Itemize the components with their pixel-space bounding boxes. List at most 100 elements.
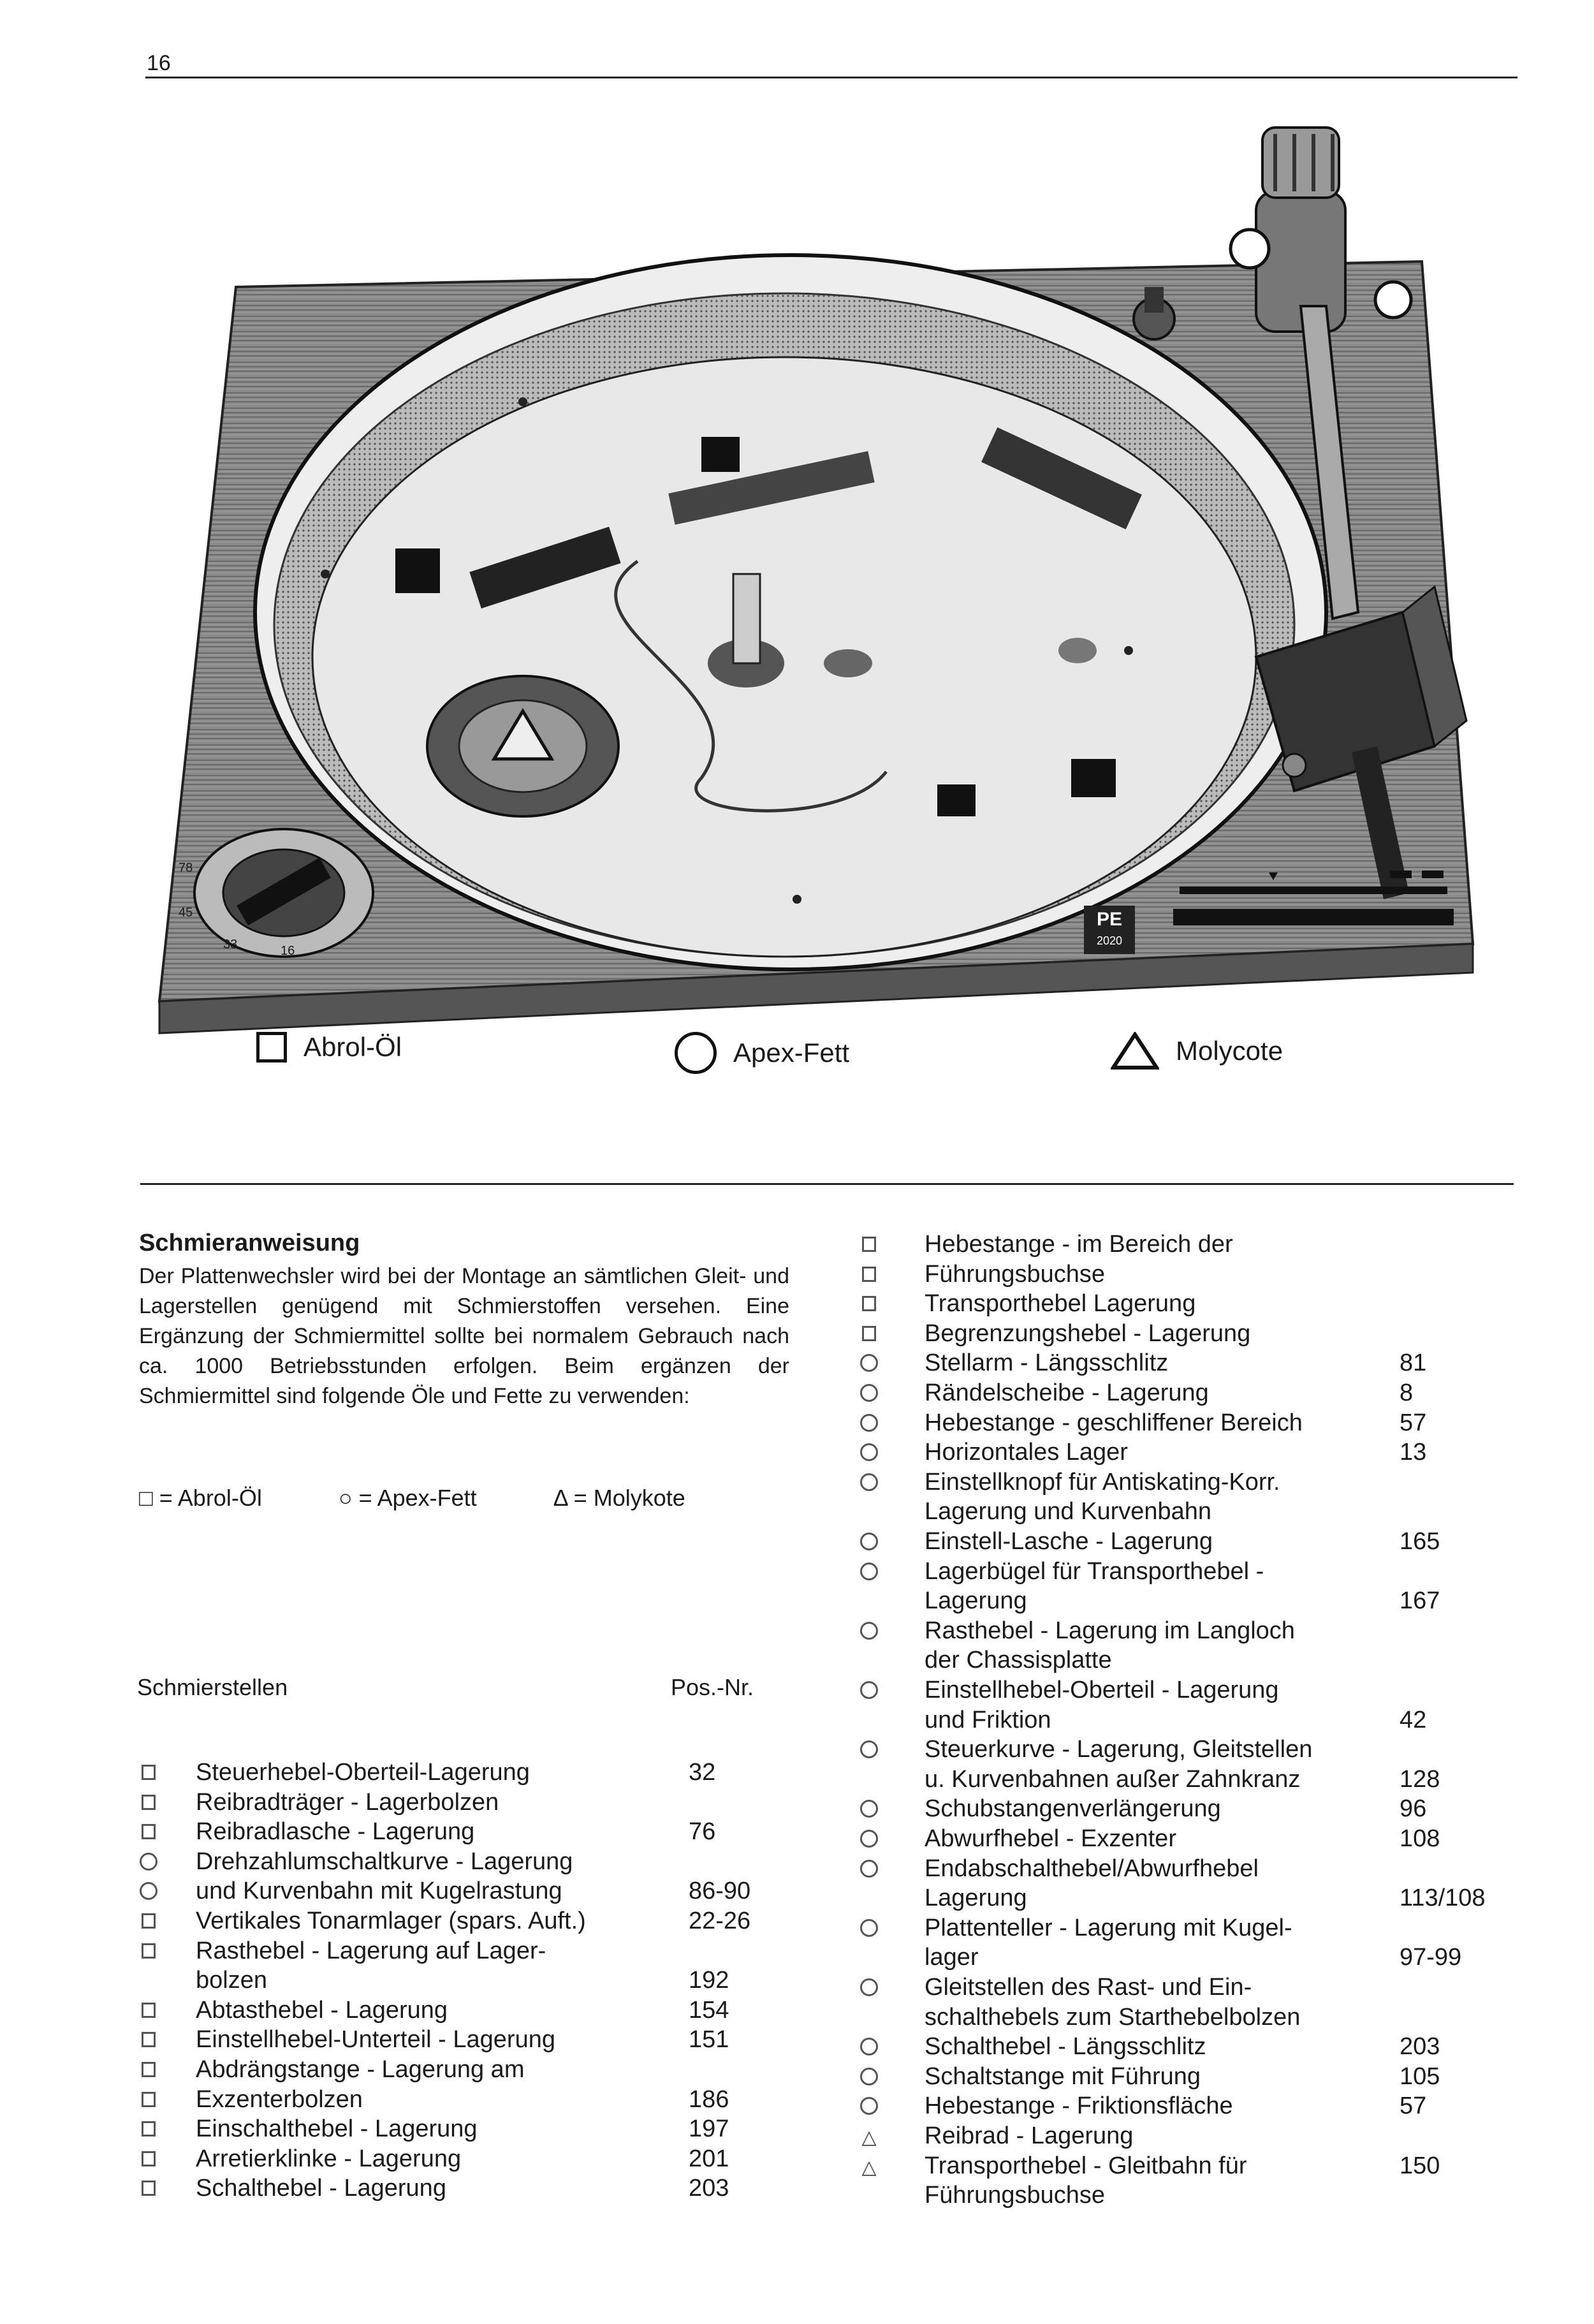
item-text: Abtasthebel - Lagerung: [196, 1996, 448, 2024]
square-marker-icon: [137, 2144, 160, 2173]
list-item: Gleitstellen des Rast- und Ein-: [858, 1973, 1502, 2002]
circle-marker-icon: [858, 1616, 881, 1647]
item-text: der Chassisplatte: [925, 1647, 1112, 1674]
triangle-marker-icon: △: [861, 2127, 877, 2148]
key-abrol-oil: □ = Abrol-Öl: [139, 1485, 262, 1511]
list-item: Reibradträger - Lagerbolzen: [137, 1788, 756, 1817]
item-text: Steuerkurve - Lagerung, Gleitstellen: [925, 1736, 1313, 1763]
triangle-icon: [1111, 1032, 1159, 1070]
item-position-number: 203: [689, 2175, 729, 2202]
item-text: Begrenzungshebel - Lagerung: [925, 1320, 1251, 1347]
square-marker-icon: [858, 1230, 881, 1259]
list-item: Einstellhebel-Oberteil - Lagerung: [858, 1675, 1502, 1705]
item-position-number: 22-26: [689, 1908, 751, 1934]
item-text: Horizontales Lager: [925, 1439, 1128, 1466]
item-position-number: 81: [1400, 1350, 1427, 1377]
legend-molycote: Molycote: [1111, 1032, 1283, 1070]
item-text: Steuerhebel-Oberteil-Lagerung: [196, 1759, 530, 1786]
item-text: und Kurvenbahn mit Kugelrastung: [196, 1878, 562, 1905]
key-molykote: Δ = Molykote: [553, 1485, 685, 1511]
item-text: Vertikales Tonarmlager (spars. Auft.): [196, 1908, 586, 1934]
square-marker-icon: [137, 2173, 160, 2203]
item-position-number: 42: [1400, 1706, 1427, 1733]
list-item: Einstellknopf für Antiskating-Korr.: [858, 1467, 1502, 1497]
circle-marker-icon: [858, 2032, 881, 2063]
item-position-number: 167: [1400, 1587, 1440, 1615]
item-text: lager: [925, 1944, 979, 1971]
circle-marker-icon: [858, 1378, 881, 1409]
lubricant-key: □ = Abrol-Öl ○ = Apex-Fett Δ = Molykote: [139, 1485, 789, 1511]
circle-marker-icon: [858, 1854, 881, 1885]
list-item: Lagerung 113/108: [858, 1883, 1502, 1913]
square-marker-icon: [137, 2114, 160, 2144]
speed-selector: [193, 828, 374, 958]
list-item: Führungsbuchse: [858, 2181, 1502, 2210]
speed-label-78: 78: [179, 861, 193, 875]
item-position-number: 113/108: [1400, 1885, 1486, 1912]
item-text: bolzen: [196, 1967, 267, 1994]
circle-marker-icon: [858, 2062, 881, 2092]
list-item: Endabschalthebel/Abwurfhebel: [858, 1854, 1502, 1883]
list-item: Transporthebel Lagerung: [858, 1289, 1502, 1318]
section-rule: [140, 1183, 1514, 1185]
circle-marker-icon: [858, 1735, 881, 1765]
square-marker-icon: [137, 2025, 160, 2054]
item-position-number: 165: [1400, 1528, 1440, 1555]
list-item: bolzen 192: [137, 1966, 756, 1995]
item-text: Einstellknopf für Antiskating-Korr.: [925, 1468, 1280, 1496]
speed-label-45: 45: [179, 906, 193, 920]
circle-marker-icon: [137, 1876, 160, 1907]
item-text: Abdrängstange - Lagerung am: [196, 2056, 525, 2083]
list-item: Lagerbügel für Transporthebel -: [858, 1557, 1502, 1586]
item-position-number: 197: [689, 2115, 729, 2143]
circle-marker-icon: [858, 1675, 881, 1706]
speed-label-33: 33: [223, 938, 238, 952]
item-position-number: 32: [689, 1759, 716, 1786]
item-position-number: 105: [1400, 2063, 1440, 2090]
item-position-number: 203: [1400, 2033, 1440, 2061]
item-text: schalthebels zum Starthebelbolzen: [925, 2003, 1301, 2031]
intro-paragraph: Der Plattenwechsler wird bei der Montage…: [139, 1264, 789, 1408]
item-text: Reibrad - Lagerung: [925, 2122, 1134, 2149]
column-header-position-number: Pos.-Nr.: [671, 1674, 754, 1700]
brand-badge-model: 2020: [1096, 934, 1123, 947]
item-text: und Friktion: [925, 1706, 1051, 1733]
list-item: Begrenzungshebel - Lagerung: [858, 1319, 1502, 1348]
platter-well: [253, 253, 1328, 971]
item-text: Schalthebel - Längsschlitz: [925, 2033, 1206, 2061]
list-item: Hebestange - im Bereich der: [858, 1230, 1502, 1259]
item-position-number: 150: [1400, 2152, 1440, 2179]
item-position-number: 57: [1400, 1409, 1427, 1436]
item-text: Lagerung: [925, 1885, 1027, 1912]
list-item: Steuerhebel-Oberteil-Lagerung 32: [137, 1758, 756, 1787]
brand-badge-logo: PE: [1096, 909, 1123, 930]
list-item: Steuerkurve - Lagerung, Gleitstellen: [858, 1735, 1502, 1764]
list-item: Rasthebel - Lagerung im Langloch: [858, 1616, 1502, 1645]
item-position-number: 192: [689, 1967, 729, 1994]
item-text: Führungsbuchse: [925, 2182, 1106, 2209]
circle-marker-icon: [858, 1794, 881, 1825]
list-item: Schalthebel - Längsschlitz 203: [858, 2032, 1502, 2061]
list-item: Plattenteller - Lagerung mit Kugel-: [858, 1913, 1502, 1943]
item-position-number: 86-90: [689, 1878, 751, 1905]
square-icon: [256, 1032, 287, 1063]
square-marker-icon: [137, 1906, 160, 1936]
legend-label: Apex-Fett: [733, 1038, 850, 1068]
circle-marker-icon: [858, 1438, 881, 1468]
circle-marker-icon: [858, 1824, 881, 1855]
item-text: Einstell-Lasche - Lagerung: [925, 1528, 1213, 1555]
item-text: Transporthebel - Gleitbahn für: [925, 2152, 1247, 2179]
square-marker-icon: [858, 1289, 881, 1318]
item-text: Schalthebel - Lagerung: [196, 2175, 446, 2202]
item-text: Rasthebel - Lagerung auf Lager-: [196, 1937, 546, 1964]
